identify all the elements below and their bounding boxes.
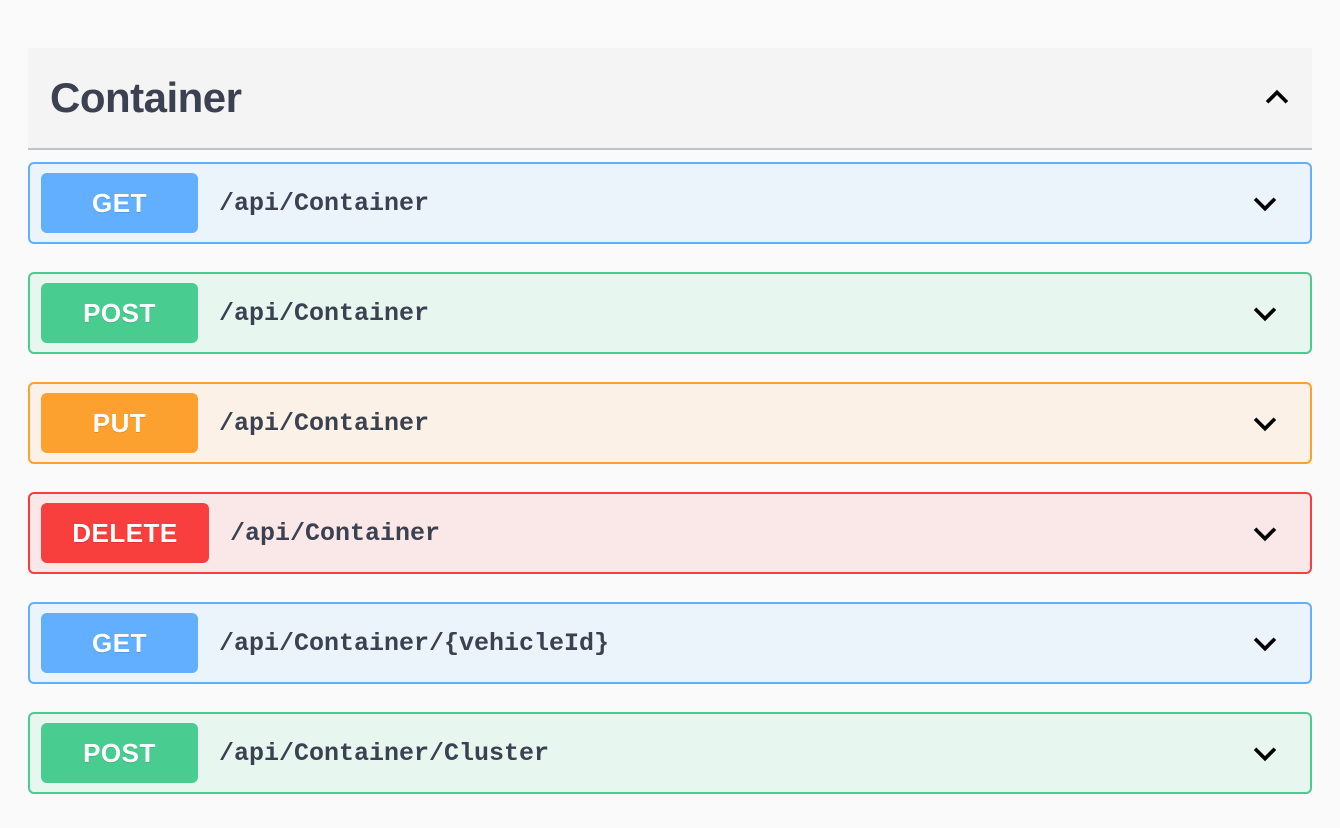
chevron-down-icon[interactable] bbox=[1248, 736, 1282, 770]
method-badge: POST bbox=[41, 723, 198, 783]
page-title: Container bbox=[50, 74, 242, 121]
chevron-down-icon[interactable] bbox=[1248, 186, 1282, 220]
operation-path: /api/Container bbox=[219, 408, 430, 438]
chevron-down-icon[interactable] bbox=[1248, 296, 1282, 330]
chevron-down-icon[interactable] bbox=[1248, 516, 1282, 550]
operation-row[interactable]: GET/api/Container bbox=[28, 162, 1312, 244]
operation-path: /api/Container bbox=[219, 188, 430, 218]
method-badge: DELETE bbox=[41, 503, 209, 563]
chevron-down-icon[interactable] bbox=[1248, 406, 1282, 440]
chevron-up-icon[interactable] bbox=[1260, 81, 1294, 115]
operation-row[interactable]: DELETE/api/Container bbox=[28, 492, 1312, 574]
method-badge: POST bbox=[41, 283, 198, 343]
operation-row[interactable]: PUT/api/Container bbox=[28, 382, 1312, 464]
operation-row[interactable]: GET/api/Container/{vehicleId} bbox=[28, 602, 1312, 684]
operation-path: /api/Container bbox=[230, 518, 441, 548]
operation-row[interactable]: POST/api/Container/Cluster bbox=[28, 712, 1312, 794]
method-badge: GET bbox=[41, 173, 198, 233]
operation-path: /api/Container bbox=[219, 298, 430, 328]
operation-path: /api/Container/Cluster bbox=[219, 738, 550, 768]
method-badge: GET bbox=[41, 613, 198, 673]
tag-header-container[interactable]: Container bbox=[28, 48, 1312, 150]
operation-row[interactable]: POST/api/Container bbox=[28, 272, 1312, 354]
chevron-down-icon[interactable] bbox=[1248, 626, 1282, 660]
operation-path: /api/Container/{vehicleId} bbox=[219, 628, 610, 658]
method-badge: PUT bbox=[41, 393, 198, 453]
